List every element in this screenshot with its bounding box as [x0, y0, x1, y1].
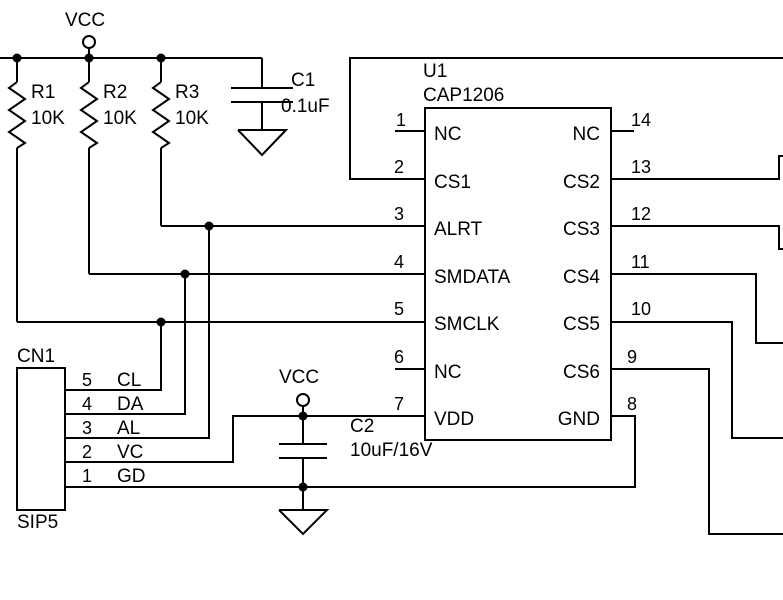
ic-pin-number: 5: [394, 299, 404, 319]
ic-pin-number: 11: [631, 252, 650, 272]
c2-ref: C2: [350, 416, 374, 437]
ic-part: CAP1206: [423, 85, 504, 106]
net-smclk: [17, 317, 425, 391]
resistor-r3: R3 10K: [151, 58, 209, 226]
connector-pin-number: 4: [82, 394, 92, 414]
connector-pin-number: 3: [82, 418, 92, 438]
c1-value: 0.1uF: [281, 96, 330, 117]
resistor-r1: R1 10K: [7, 58, 65, 322]
ic-pin-name: GND: [558, 409, 600, 430]
connector-type: SIP5: [17, 512, 58, 533]
ic-pin-name: CS5: [563, 314, 600, 335]
ic-pin-name: CS3: [563, 219, 600, 240]
net-alrt: [65, 221, 425, 439]
r1-value: 10K: [31, 108, 65, 129]
connector-pin-name: AL: [117, 418, 140, 439]
c1-ref: C1: [291, 70, 315, 91]
connector-ref: CN1: [17, 346, 55, 367]
connector-pin-name: GD: [117, 466, 146, 487]
vcc-rail: [0, 53, 263, 88]
ic-pin-number: 7: [394, 394, 404, 414]
net-cs1: [349, 57, 783, 180]
ic-pin-name: CS1: [434, 172, 471, 193]
connector-pin-name: DA: [117, 394, 144, 415]
ic-pin-name: CS4: [563, 267, 600, 288]
vcc-top-label: VCC: [65, 10, 105, 31]
ic-left-pin-stubs: [395, 130, 425, 370]
connector-pin-number: 2: [82, 442, 92, 462]
net-smdata: [65, 269, 425, 415]
r2-value: 10K: [103, 108, 137, 129]
resistor-r2: R2 10K: [79, 58, 137, 274]
ic-right-pins: NC 14 CS2 13 CS3 12 CS4 11 CS5 10 CS6 9 …: [558, 110, 651, 430]
capacitor-c1: C1 0.1uF: [231, 70, 330, 130]
vcc-mid-symbol: VCC: [279, 367, 319, 416]
ic-left-pins: 1 NC 2 CS1 3 ALRT 4 SMDATA 5 SMCLK 6 NC …: [394, 110, 511, 430]
ic-pin-name: NC: [434, 124, 461, 145]
ic-pin-name: NC: [434, 362, 461, 383]
ic-pin-name: NC: [573, 124, 600, 145]
ic-pin-number: 9: [627, 347, 637, 367]
ic-pin-number: 10: [631, 299, 651, 319]
ic-pin-name: SMCLK: [434, 314, 500, 335]
ic-pin-name: CS6: [563, 362, 600, 383]
ic-pin-number: 1: [396, 110, 406, 130]
connector-cn1: CN1 SIP5: [16, 346, 80, 533]
ic-pin-name: VDD: [434, 409, 474, 430]
vcc-top-symbol: VCC: [65, 10, 105, 58]
ic-u1: U1 CAP1206: [423, 61, 612, 441]
connector-pin-name: CL: [117, 370, 141, 391]
connector-pins: 5 CL 4 DA 3 AL 2 VC 1 GD: [82, 370, 146, 487]
ic-pin-number: 12: [631, 204, 651, 224]
connector-pin-number: 5: [82, 370, 92, 390]
ground-symbol-c1: [237, 129, 289, 157]
ic-pin-number: 2: [394, 157, 404, 177]
ic-pin-name: SMDATA: [434, 267, 511, 288]
c2-value: 10uF/16V: [350, 440, 433, 461]
ic-pin-number: 8: [627, 394, 637, 414]
ic-right-nets: [611, 130, 783, 535]
vcc-mid-label: VCC: [279, 367, 319, 388]
ic-pin-number: 14: [631, 110, 651, 130]
ground-symbol-c2: [278, 509, 330, 536]
r3-ref: R3: [175, 82, 199, 103]
ic-pin-name: CS2: [563, 172, 600, 193]
ic-ref: U1: [423, 61, 447, 82]
connector-pin-number: 1: [82, 466, 92, 486]
ic-pin-number: 13: [631, 157, 651, 177]
ic-pin-number: 4: [394, 252, 404, 272]
connector-pin-name: VC: [117, 442, 143, 463]
capacitor-c2: C2 10uF/16V: [279, 416, 433, 510]
ic-pin-name: ALRT: [434, 219, 483, 240]
r3-value: 10K: [175, 108, 209, 129]
r2-ref: R2: [103, 82, 127, 103]
ic-pin-number: 6: [394, 347, 404, 367]
r1-ref: R1: [31, 82, 55, 103]
ic-pin-number: 3: [394, 204, 404, 224]
